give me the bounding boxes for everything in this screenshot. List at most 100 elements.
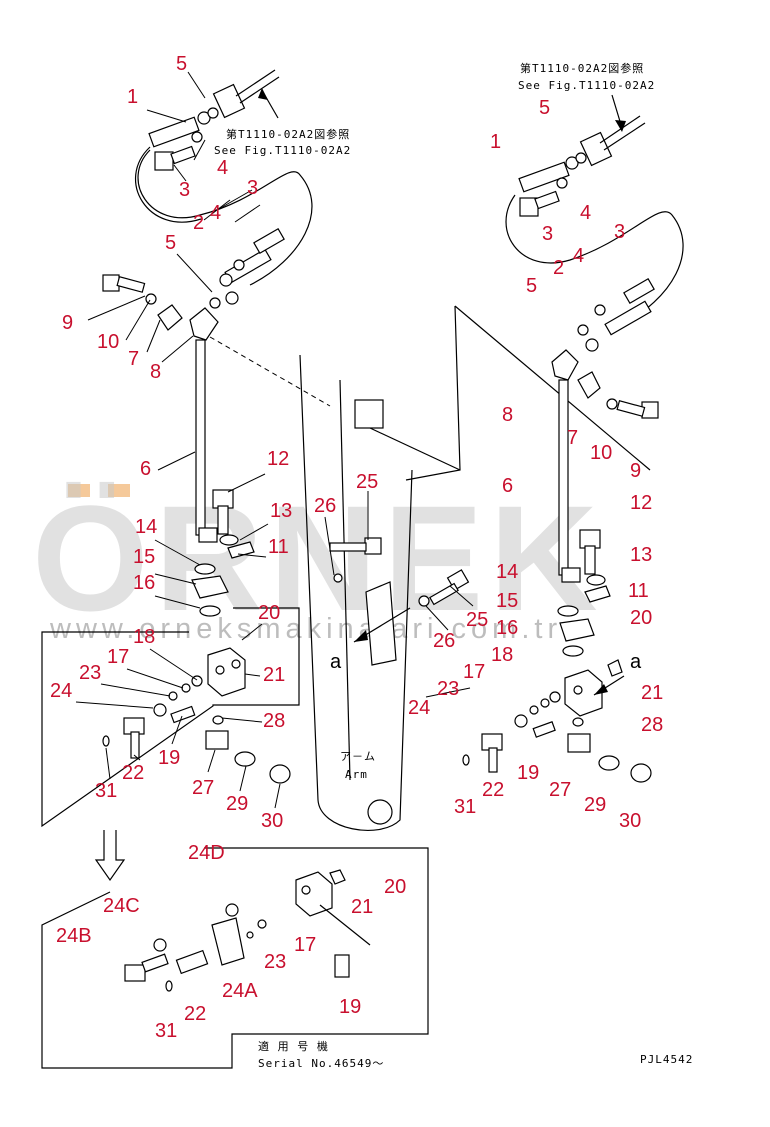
callout-label: 1 [490, 131, 501, 153]
plug-shank [488, 747, 498, 773]
callout-label: 21 [641, 682, 663, 704]
arm-label-jp: ア－ム [340, 750, 376, 763]
callout-label: 5 [526, 275, 537, 297]
leader-line [319, 904, 371, 946]
left-hose-assembly [102, 69, 331, 617]
fitting-29 [598, 755, 620, 771]
callout-label: 19 [339, 996, 361, 1018]
leader-line [203, 199, 231, 221]
callout-label: 13 [270, 500, 292, 522]
leader-line [105, 747, 111, 780]
callout-label: 4 [210, 202, 221, 224]
hose-fitting [148, 116, 200, 148]
callout-label: 28 [263, 710, 285, 732]
pin-part [334, 954, 350, 978]
leader-line [237, 553, 267, 558]
arm-inner-line [339, 379, 351, 781]
o-ring [207, 107, 219, 119]
clamp-part [157, 304, 183, 331]
callout-label: 8 [502, 404, 513, 426]
arm-edge [454, 305, 651, 471]
valve-port [573, 685, 583, 695]
o-ring [565, 156, 579, 170]
callout-label: 14 [135, 516, 157, 538]
leader-line [154, 573, 197, 585]
fitting-27 [205, 730, 229, 750]
o-ring [585, 338, 599, 352]
bolt-head [579, 529, 601, 549]
detail-arrow-head [594, 684, 608, 695]
center-line [209, 336, 331, 407]
o-ring [219, 273, 233, 287]
bolt-shank [116, 276, 146, 293]
watermark-dot-right [108, 484, 130, 497]
callout-label: 29 [226, 793, 248, 815]
callout-label: 5 [165, 232, 176, 254]
callout-label: 19 [517, 762, 539, 784]
leader-line [239, 765, 247, 792]
callout-label: 11 [268, 536, 289, 558]
callout-label: 19 [158, 747, 180, 769]
detail-mark-a-right: a [630, 651, 642, 673]
steel-tube [558, 379, 569, 576]
pipe-line [239, 76, 280, 104]
detail-arrow-head [354, 630, 368, 642]
bolt-shank [534, 190, 560, 210]
callout-label: 17 [463, 661, 485, 683]
bolt-part [623, 277, 655, 305]
figure-code: PJL4542 [640, 1053, 693, 1066]
callout-label: 4 [573, 245, 584, 267]
callout-labels: 5 1 4 3 3 2 4 5 9 10 7 8 6 12 13 14 11 1… [50, 53, 663, 1042]
bolt-head [212, 489, 234, 509]
o-ring [575, 152, 587, 164]
callout-label: 14 [496, 561, 518, 583]
detail-frame [41, 607, 300, 828]
small-ring [165, 980, 173, 992]
callout-label: 22 [184, 1003, 206, 1025]
arm-boss [365, 581, 397, 666]
see-fig-note-en: See Fig.T1110-02A2 [214, 144, 351, 157]
bolt-head [102, 274, 120, 292]
callout-label: 7 [567, 427, 578, 449]
washer [191, 131, 203, 143]
callout-label: 13 [630, 544, 652, 566]
bolt-part [253, 227, 285, 255]
valve-block [564, 669, 603, 717]
leader-line [146, 319, 161, 353]
arm-pin [367, 799, 393, 825]
detail-frame [41, 847, 429, 1069]
leader-line [449, 585, 474, 607]
callout-label: 23 [264, 951, 286, 973]
washer [418, 595, 430, 607]
valve-block [295, 871, 333, 917]
washer [586, 574, 606, 586]
washer [606, 398, 618, 410]
right-hose-assembly [462, 94, 684, 783]
o-ring [572, 717, 584, 727]
serial-label-en: Serial No.46549～ [258, 1057, 384, 1070]
callout-label: 23 [437, 678, 459, 700]
clamp-part [577, 371, 601, 399]
callout-label: 26 [433, 630, 455, 652]
left-valve-box [41, 607, 300, 828]
pipe-line [235, 69, 276, 97]
arm-outline [299, 305, 651, 831]
arrow-head [615, 120, 626, 132]
o-ring [577, 324, 589, 336]
small-ring [102, 735, 110, 747]
leader-line [75, 701, 154, 709]
clip-part [329, 869, 346, 885]
callout-label: 18 [491, 644, 513, 666]
bolt-shank [170, 145, 196, 165]
callout-label: 16 [496, 617, 518, 639]
leader-line [234, 204, 261, 223]
callout-label: 23 [79, 662, 101, 684]
fitting-27 [567, 733, 591, 753]
o-ring [209, 297, 221, 309]
callout-label: 15 [496, 590, 518, 612]
serial-label-jp: 適 用 号 機 [258, 1039, 329, 1053]
arm-edge [405, 305, 461, 481]
leader-line [157, 451, 196, 471]
callout-label: 3 [614, 221, 625, 243]
